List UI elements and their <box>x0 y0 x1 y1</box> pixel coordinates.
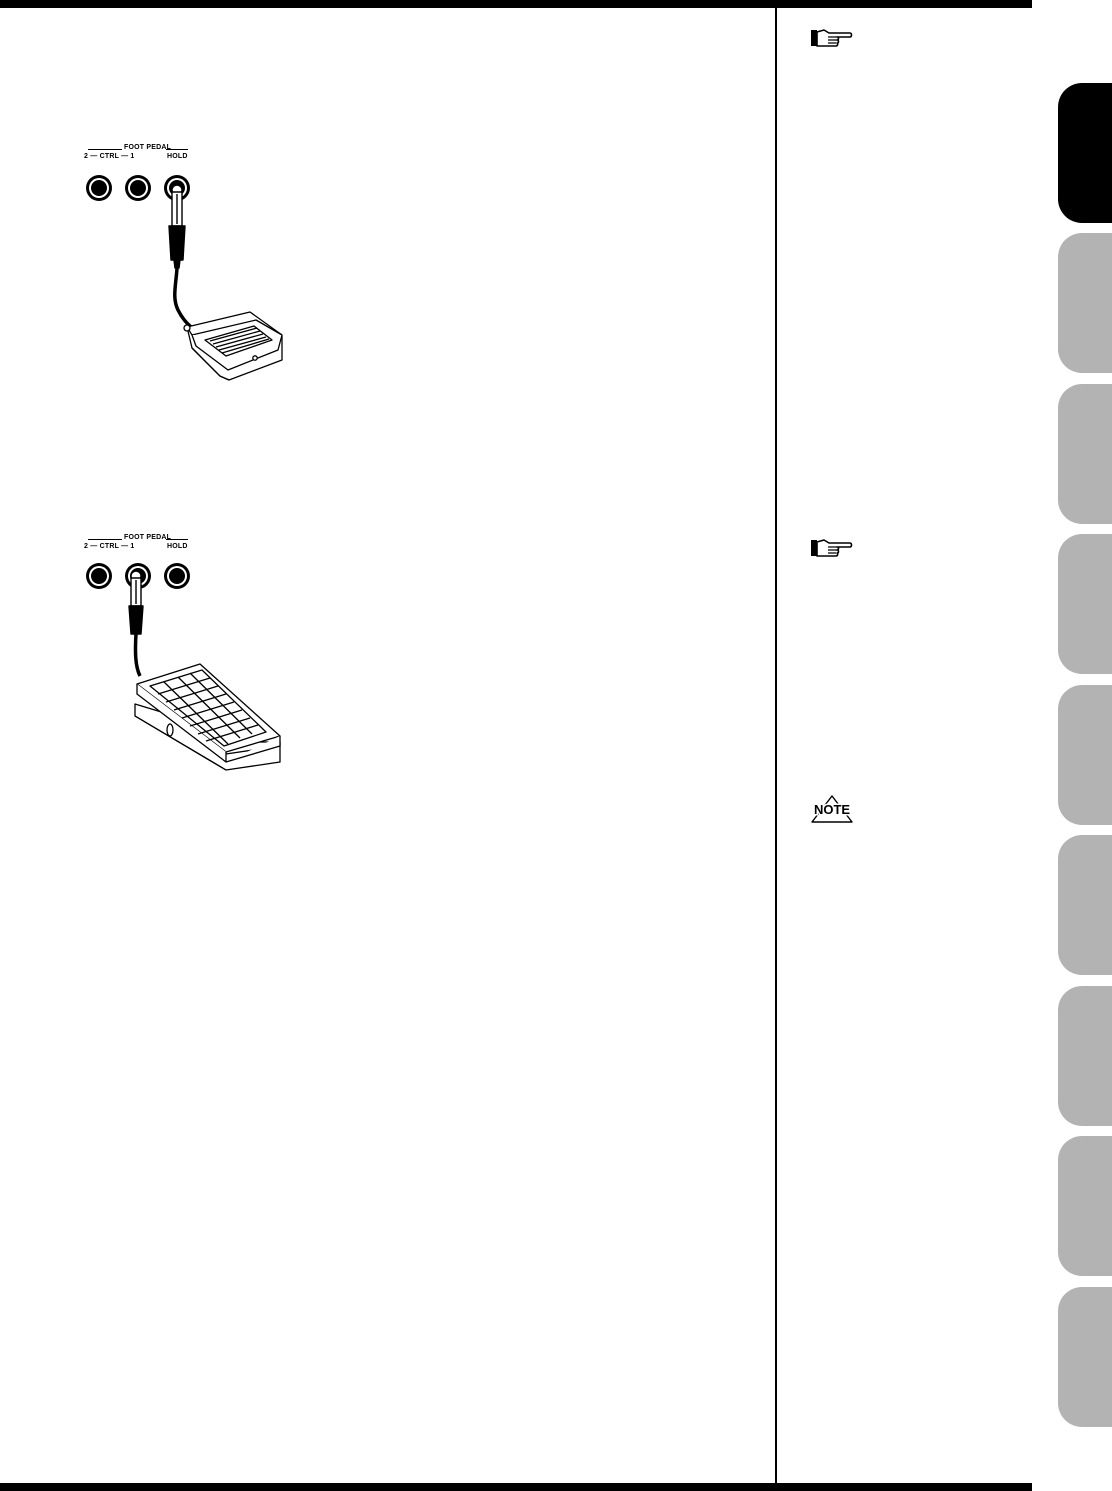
chapter-tab[interactable] <box>1058 1136 1112 1276</box>
panel-header-line <box>166 539 188 540</box>
ctrl-label: 2 — CTRL — 1 <box>84 153 135 160</box>
bottom-rule <box>0 1483 1032 1491</box>
ctrl-2-jack <box>86 175 112 201</box>
panel-header-line <box>166 149 188 150</box>
note-icon: NOTE <box>811 795 853 823</box>
chapter-tab[interactable] <box>1058 233 1112 373</box>
chapter-tab[interactable] <box>1058 986 1112 1126</box>
pointing-hand-icon <box>811 29 853 47</box>
panel-title: FOOT PEDAL <box>124 534 172 541</box>
panel-header-line <box>88 539 122 540</box>
hold-label: HOLD <box>167 543 188 550</box>
hold-label: HOLD <box>167 153 188 160</box>
panel-title: FOOT PEDAL <box>124 144 172 151</box>
chapter-tab[interactable] <box>1058 384 1112 524</box>
ctrl-2-jack <box>86 563 112 589</box>
column-divider <box>775 8 777 1483</box>
ctrl-1-jack <box>125 175 151 201</box>
pointing-hand-icon <box>811 539 853 557</box>
expression-pedal-icon <box>128 570 281 771</box>
footswitch-pedal-icon <box>168 184 283 381</box>
chapter-tab[interactable] <box>1058 534 1112 674</box>
top-rule <box>0 0 1032 8</box>
chapter-tab[interactable] <box>1058 83 1112 223</box>
chapter-tab[interactable] <box>1058 685 1112 825</box>
note-icon-label: NOTE <box>814 802 850 817</box>
chapter-tab[interactable] <box>1058 1287 1112 1427</box>
chapter-tab[interactable] <box>1058 835 1112 975</box>
ctrl-label: 2 — CTRL — 1 <box>84 543 135 550</box>
panel-header-line <box>88 149 122 150</box>
hold-jack <box>164 563 190 589</box>
